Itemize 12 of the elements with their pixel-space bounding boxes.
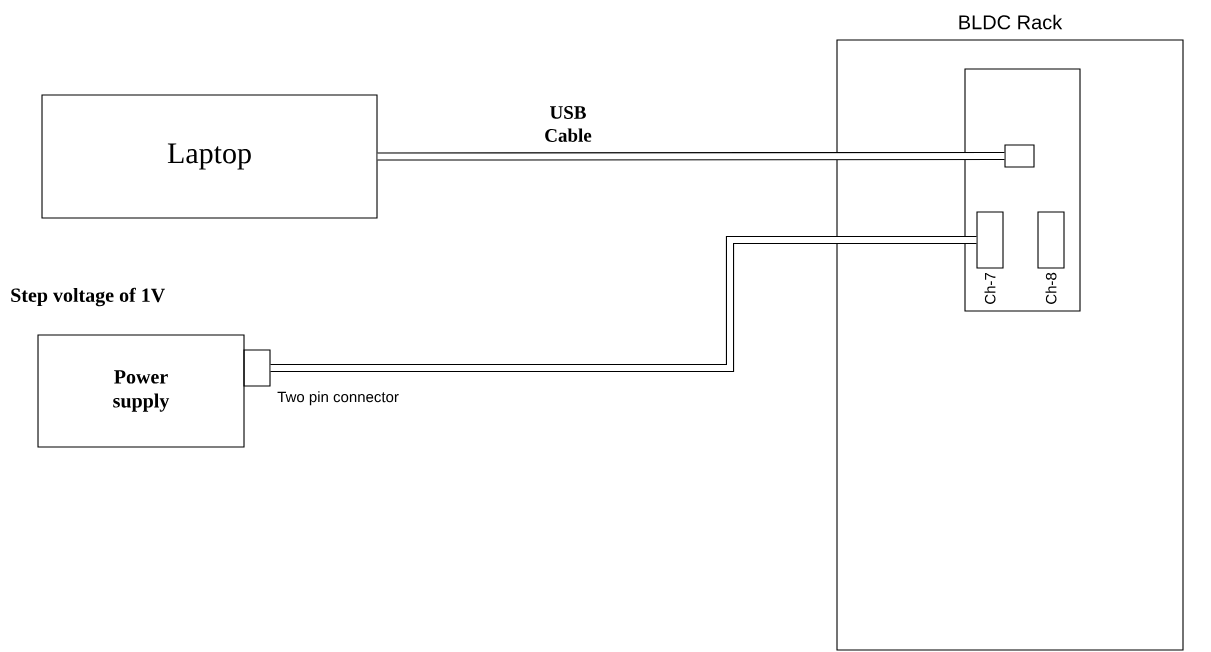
edge-label: USB Cable (536, 105, 600, 143)
power-supply-box: Power supply (37, 334, 245, 448)
channel-label: Ch-8 (1045, 272, 1057, 304)
board-box (964, 68, 1081, 312)
channel-label: Ch-7 (984, 272, 996, 304)
connector-label: Two pin connector (277, 391, 399, 406)
cable (377, 151, 1005, 161)
port-box (1004, 144, 1035, 168)
laptop-box: Laptop (41, 94, 378, 219)
heading-label: BLDC Rack (959, 14, 1063, 30)
heading-label: Step voltage of 1V (11, 287, 165, 307)
cable (270, 235, 977, 373)
